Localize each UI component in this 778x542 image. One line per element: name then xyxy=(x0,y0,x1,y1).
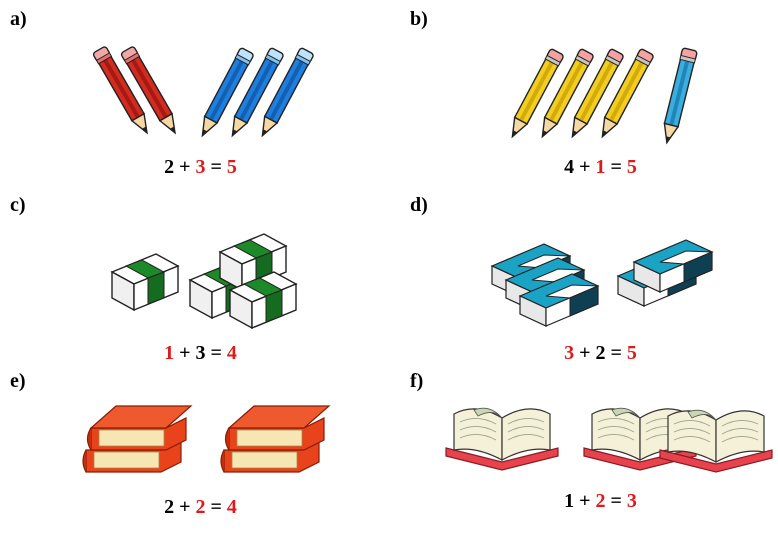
panel-b: b) 4 + 1 = 5 xyxy=(406,6,778,180)
equation-op: + xyxy=(179,342,191,364)
panel-f: f) 1 + 2 = 3 xyxy=(406,368,778,542)
panel-label: c) xyxy=(10,194,26,216)
equation-eq: = xyxy=(610,490,622,512)
panel-a: a) 2 + 3 = 5 xyxy=(6,6,395,180)
panel-label: e) xyxy=(10,370,26,392)
teal-eraser-icon xyxy=(617,239,713,307)
equation-op: + xyxy=(179,496,191,518)
panel-d-image xyxy=(491,239,713,327)
red-pencil-icon xyxy=(91,45,183,138)
panel-a-image xyxy=(91,45,315,140)
equation-op: + xyxy=(579,490,591,512)
panel-label: f) xyxy=(410,370,424,392)
panel-e: e) 2 + 2 = 4 xyxy=(6,368,395,542)
panel-c: c) 1 + 3 = 4 xyxy=(6,192,395,366)
equation: 1 + 2 = 3 xyxy=(406,490,778,513)
light-blue-pencil-icon xyxy=(658,46,699,146)
open-book-icon xyxy=(583,407,773,473)
yellow-pencil-icon xyxy=(505,47,655,141)
equation-result: 5 xyxy=(226,156,237,178)
equation-right: 3 xyxy=(195,156,206,178)
blue-pencil-icon xyxy=(195,46,315,140)
panel-d: d) 3 + 2 = 5 xyxy=(406,192,778,366)
equation-eq: = xyxy=(210,342,222,364)
equation-eq: = xyxy=(610,342,622,364)
equation: 4 + 1 = 5 xyxy=(406,156,778,179)
equation-right: 2 xyxy=(595,342,606,364)
equation-op: + xyxy=(179,156,191,178)
panel-label: a) xyxy=(10,8,27,30)
equation-result: 5 xyxy=(626,342,637,364)
equation-result: 5 xyxy=(626,156,637,178)
equation-op: + xyxy=(579,342,591,364)
equation-left: 2 xyxy=(164,496,175,518)
equation-left: 3 xyxy=(564,342,575,364)
equation-result: 4 xyxy=(226,496,237,518)
green-eraser-icon xyxy=(189,233,297,329)
equation-right: 2 xyxy=(195,496,206,518)
equation: 1 + 3 = 4 xyxy=(6,342,395,365)
equation-left: 1 xyxy=(164,342,175,364)
panel-e-image xyxy=(82,405,330,473)
book-stack-icon xyxy=(220,405,330,473)
panel-label: b) xyxy=(410,8,428,30)
equation-right: 3 xyxy=(195,342,206,364)
equation-eq: = xyxy=(210,156,222,178)
green-eraser-icon xyxy=(111,253,179,311)
book-stack-icon xyxy=(82,405,192,473)
equation: 3 + 2 = 5 xyxy=(406,342,778,365)
panel-b-image xyxy=(505,46,699,146)
equation-result: 3 xyxy=(626,490,637,512)
equation-op: + xyxy=(579,156,591,178)
equation-left: 1 xyxy=(564,490,575,512)
equation-eq: = xyxy=(210,496,222,518)
equation-result: 4 xyxy=(226,342,237,364)
equation: 2 + 3 = 5 xyxy=(6,156,395,179)
equation: 2 + 2 = 4 xyxy=(6,496,395,519)
equation-left: 2 xyxy=(164,156,175,178)
equation-eq: = xyxy=(610,156,622,178)
equation-left: 4 xyxy=(564,156,575,178)
equation-right: 1 xyxy=(595,156,606,178)
panel-c-image xyxy=(111,233,297,329)
panel-label: d) xyxy=(410,194,428,216)
open-book-icon xyxy=(445,407,559,471)
equation-right: 2 xyxy=(595,490,606,512)
teal-eraser-icon xyxy=(491,243,599,327)
